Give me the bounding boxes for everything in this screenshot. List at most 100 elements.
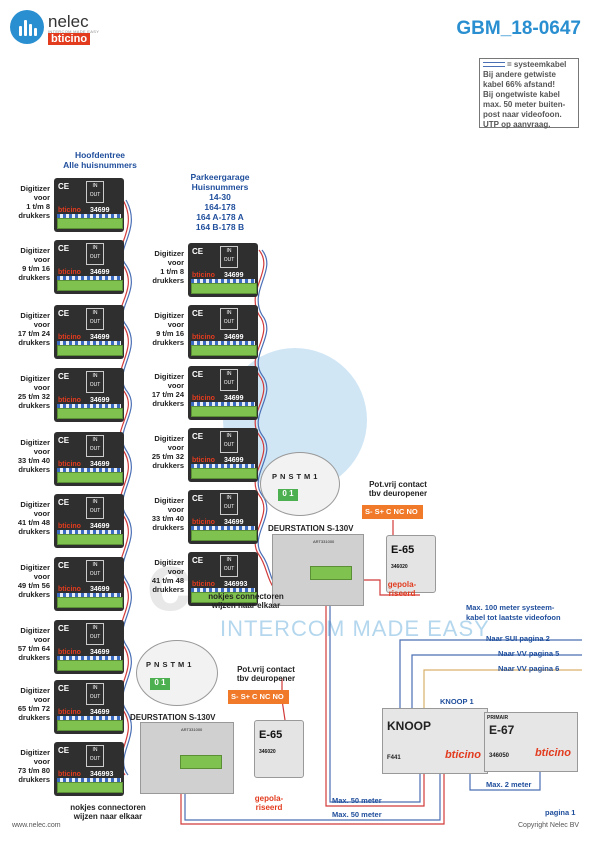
middle-title-line-5: 164 A-178 A (196, 212, 244, 222)
module-brand: bticino (58, 334, 81, 341)
module-bus-terminal (191, 345, 257, 356)
out-label: OUT (89, 571, 101, 577)
polarized-note-top: gepola- riseerd (387, 580, 417, 598)
module-brand: bticino (58, 207, 81, 214)
in-label: IN (226, 495, 232, 501)
ce-mark: CE (58, 498, 70, 507)
module-brand: bticino (192, 334, 215, 341)
module-button-terminals (191, 402, 255, 407)
e65-code-top: 346020 (391, 564, 408, 570)
ce-mark: CE (58, 372, 70, 381)
legend-line-6: UTP op aanvraag. (483, 120, 551, 129)
ce-mark: CE (58, 684, 70, 693)
module-button-terminals (191, 279, 255, 284)
e67-module: PRIMAIR E-67 346050 bticino (484, 712, 578, 772)
contact-note-bottom: Pot.vrij contact tbv deuropener (236, 665, 296, 683)
ce-mark: CE (192, 370, 204, 379)
module-code: 34699 (90, 461, 110, 468)
ce-mark: CE (192, 432, 204, 441)
e67-code: 346050 (489, 753, 510, 759)
ce-mark: CE (58, 561, 70, 570)
in-label: IN (92, 310, 98, 316)
in-label: IN (226, 371, 232, 377)
module-bus-terminal (57, 720, 123, 731)
connectors-note-bottom: nokjes connectoren wijzen naar elkaar (70, 803, 146, 821)
module-button-terminals (57, 404, 121, 409)
legend-line-3: Bij ongetwiste kabel (483, 90, 560, 99)
module-code: 34699 (90, 709, 110, 716)
module-button-terminals (57, 276, 121, 281)
ce-mark: CE (192, 247, 204, 256)
knoop-module: KNOOP F441 bticino (382, 708, 488, 774)
route-vv5: Naar VV pagina 5 (498, 649, 560, 658)
out-label: OUT (89, 254, 101, 260)
middle-title-line-1: Parkeergarage (190, 172, 250, 182)
middle-digitizer-label-6: Digitizer voor 41 t/m 48 drukkers (151, 558, 184, 594)
module-button-terminals (57, 341, 121, 346)
e67-title: E-67 (489, 723, 515, 737)
middle-title-line-6: 164 B-178 B (195, 222, 245, 232)
middle-title-line-2: Huisnummers (191, 182, 249, 192)
module-code: 34699 (90, 207, 110, 214)
middle-digitizer-label-2: Digitizer voor 9 t/m 16 drukkers (152, 311, 184, 347)
module-button-terminals (57, 468, 121, 473)
watermark-tagline: INTERCOM MADE EASY (220, 616, 490, 641)
cable-vv5 (411, 654, 582, 708)
module-code: 346993 (90, 771, 114, 778)
logo-name: nelec (48, 12, 89, 31)
left-digitizer-label-9: Digitizer voor 65 t/m 72 drukkers (17, 686, 50, 722)
knoop-label: KNOOP 1 (440, 697, 474, 706)
module-code: 34699 (224, 457, 244, 464)
module-button-terminals (57, 656, 121, 661)
ce-mark: CE (58, 436, 70, 445)
module-brand: bticino (58, 771, 81, 778)
in-label: IN (226, 433, 232, 439)
knoop-title: KNOOP (387, 719, 432, 733)
footer-site: www.nelec.com (12, 822, 61, 829)
module-bus-terminal (57, 472, 123, 483)
module-brand: bticino (192, 395, 215, 402)
knoop-brand: bticino (444, 749, 481, 761)
cable-knoop-e67 (469, 768, 541, 791)
e65-title-bottom: E-65 (259, 729, 283, 741)
module-bus-terminal (191, 468, 257, 479)
ce-mark: CE (58, 182, 70, 191)
module-brand: bticino (192, 457, 215, 464)
module-brand: bticino (58, 397, 81, 404)
e67-primaire: PRIMAIR (487, 715, 509, 721)
nelec-logo: nelec INTERCOM MADE EASY bticino (10, 10, 110, 46)
max-2-note: Max. 2 meter (486, 780, 532, 789)
in-label: IN (92, 685, 98, 691)
module-code: 34699 (90, 269, 110, 276)
legend-line-4: max. 50 meter buiten- (483, 100, 566, 109)
left-column-title: Hoofdentree Alle huisnummers (55, 150, 145, 170)
contact-note-top: Pot.vrij contact tbv deuropener (368, 480, 428, 498)
route-vv6: Naar VV pagina 6 (498, 664, 560, 673)
cable-vv6 (423, 669, 582, 708)
module-brand: bticino (58, 586, 81, 593)
module-button-terminals (191, 341, 255, 346)
ce-mark: CE (58, 624, 70, 633)
connectors-note-top: nokjes connectoren wijzen naar elkaar (208, 592, 284, 610)
ce-mark: CE (192, 556, 204, 565)
module-button-terminals (57, 778, 121, 783)
ce-mark: CE (58, 746, 70, 755)
cable-sui (399, 639, 582, 708)
module-button-terminals (57, 593, 121, 598)
module-brand: bticino (58, 269, 81, 276)
